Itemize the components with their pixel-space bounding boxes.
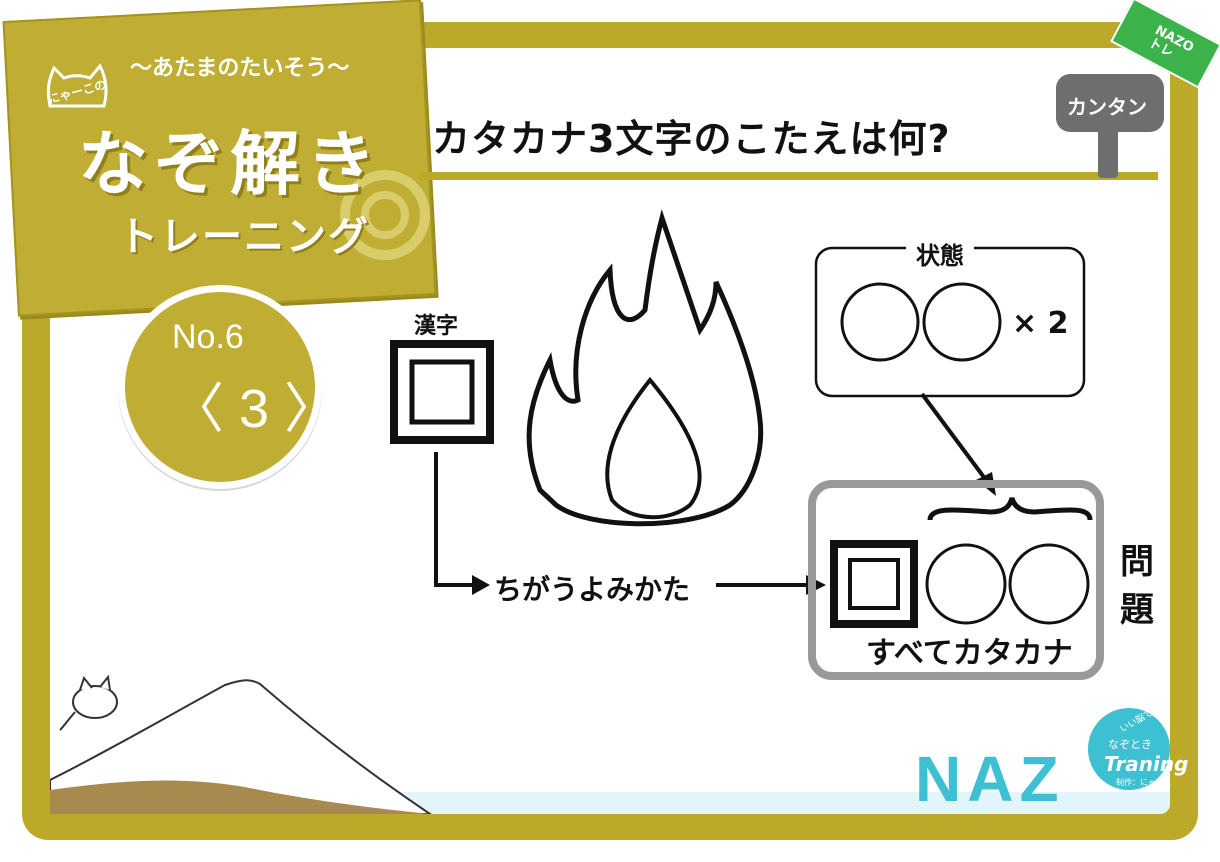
question-underline xyxy=(420,172,1158,180)
multiplier-label: × 2 xyxy=(1012,306,1069,341)
logo-nazotoki: なぞとき xyxy=(1108,738,1152,751)
sub-title: トレーニング xyxy=(118,214,370,260)
mondai-label: 問題 xyxy=(1120,542,1154,630)
cat-character xyxy=(59,674,118,731)
swirl-decoration xyxy=(340,170,430,260)
question-text: カタカナ3文字のこたえは何? xyxy=(432,117,951,161)
answer-kanji-box-icon xyxy=(830,540,918,628)
state-label: 状態 xyxy=(906,236,974,271)
kanji-label: 漢字 xyxy=(414,314,459,339)
cat-face-icon xyxy=(46,63,108,108)
answer-circle-2 xyxy=(1008,543,1090,625)
state-circle-1 xyxy=(840,282,920,362)
arrow-state-to-answer xyxy=(920,392,988,482)
kanji-box-icon xyxy=(390,340,494,444)
arrow-kanji-to-reading xyxy=(434,452,474,587)
nazo-logo: NAZ xyxy=(915,743,1065,815)
level-badge xyxy=(118,285,322,489)
sign-post xyxy=(1098,130,1118,178)
water-splash xyxy=(360,792,1170,814)
nazo-q-logo-icon xyxy=(1088,708,1170,790)
curly-brace xyxy=(927,497,1093,521)
puzzle-number: No.6 xyxy=(172,318,244,356)
difficulty-level: 〈 3 〉 xyxy=(170,379,339,439)
difficulty-label: カンタン xyxy=(1067,95,1147,119)
difficulty-sign xyxy=(1056,74,1164,132)
answer-box xyxy=(808,480,1104,680)
logo-training: Traning xyxy=(1104,752,1189,776)
mountain-illustration xyxy=(50,674,432,814)
flame-icon xyxy=(526,209,764,527)
main-title: なぞ解き xyxy=(78,123,382,205)
answer-circle-1 xyxy=(925,543,1007,625)
logo-credit: 制作：にゃーこ xyxy=(1116,778,1172,787)
subtitle: 〜あたまのたいそう〜 xyxy=(130,56,350,81)
reading-label: ちがうよみかた xyxy=(494,573,691,606)
state-circle-2 xyxy=(922,282,1002,362)
katakana-label: すべてカタカナ xyxy=(866,636,1073,671)
